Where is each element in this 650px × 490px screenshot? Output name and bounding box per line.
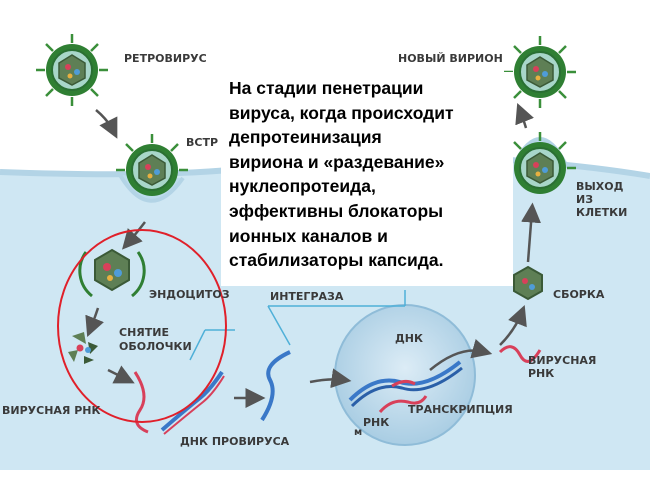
label-viral-rna-left: ВИРУСНАЯ РНК <box>2 404 100 417</box>
hybrid-strand-red <box>163 375 225 435</box>
label-dna: ДНК <box>395 332 423 345</box>
uncoating-fragments <box>68 332 98 364</box>
label-exit-1: ВЫХОД <box>576 180 624 193</box>
callout-line: депротеинизация <box>229 127 382 148</box>
callout-line: ионных каналов и <box>229 225 388 246</box>
callout-line: стабилизаторы капсида. <box>229 250 444 271</box>
label-retrovirus: РЕТРОВИРУС <box>124 52 207 65</box>
label-exit-3: КЛЕТКИ <box>576 206 627 219</box>
new-virion-particle <box>504 36 576 108</box>
highlight-circle <box>57 229 227 423</box>
hybrid-strand-blue <box>160 370 224 432</box>
entering-virion <box>116 134 188 197</box>
nuclear-dna-helix-2 <box>350 366 463 408</box>
viral-rna-right-strand <box>498 345 542 363</box>
label-uncoating-1: СНЯТИЕ <box>119 326 169 339</box>
label-mrna-prefix: м <box>354 427 362 438</box>
callout-line: эффективны блокаторы <box>229 200 444 221</box>
label-transcription: ТРАНСКРИПЦИЯ <box>408 403 513 416</box>
label-entry: ВСТР <box>186 136 218 149</box>
label-uncoating-2: ОБОЛОЧКИ <box>119 340 192 353</box>
callout-line: нуклеопротеида, <box>229 176 376 197</box>
label-viral-rna-right-1: ВИРУСНАЯ <box>528 354 596 367</box>
label-endocytosis: ЭНДОЦИТОЗ <box>149 288 230 301</box>
label-provirus-dna: ДНК ПРОВИРУСА <box>180 435 290 448</box>
assembly-capsid <box>513 265 543 301</box>
integrated-segment <box>391 379 416 388</box>
callout-line: вируса, когда происходит <box>229 102 454 123</box>
retrovirus-particle <box>36 34 108 106</box>
process-arrows <box>85 103 542 408</box>
label-mrna: РНК <box>363 416 389 429</box>
label-exit-2: ИЗ <box>576 193 593 206</box>
label-viral-rna-right-2: РНК <box>528 367 554 380</box>
label-integrase: ИНТЕГРАЗА <box>270 290 344 303</box>
callout-line: На стадии пенетрации <box>229 78 424 98</box>
label-new-virion: НОВЫЙ ВИРИОН <box>398 52 503 65</box>
callout-box: На стадии пенетрации вируса, когда проис… <box>221 72 513 286</box>
callout-line: вириона и «раздевание» <box>229 151 445 172</box>
provirus-dna-strand <box>260 350 291 422</box>
viral-rna-strand <box>133 371 149 434</box>
mrna-strand <box>378 395 428 414</box>
label-assembly: СБОРКА <box>553 288 605 301</box>
